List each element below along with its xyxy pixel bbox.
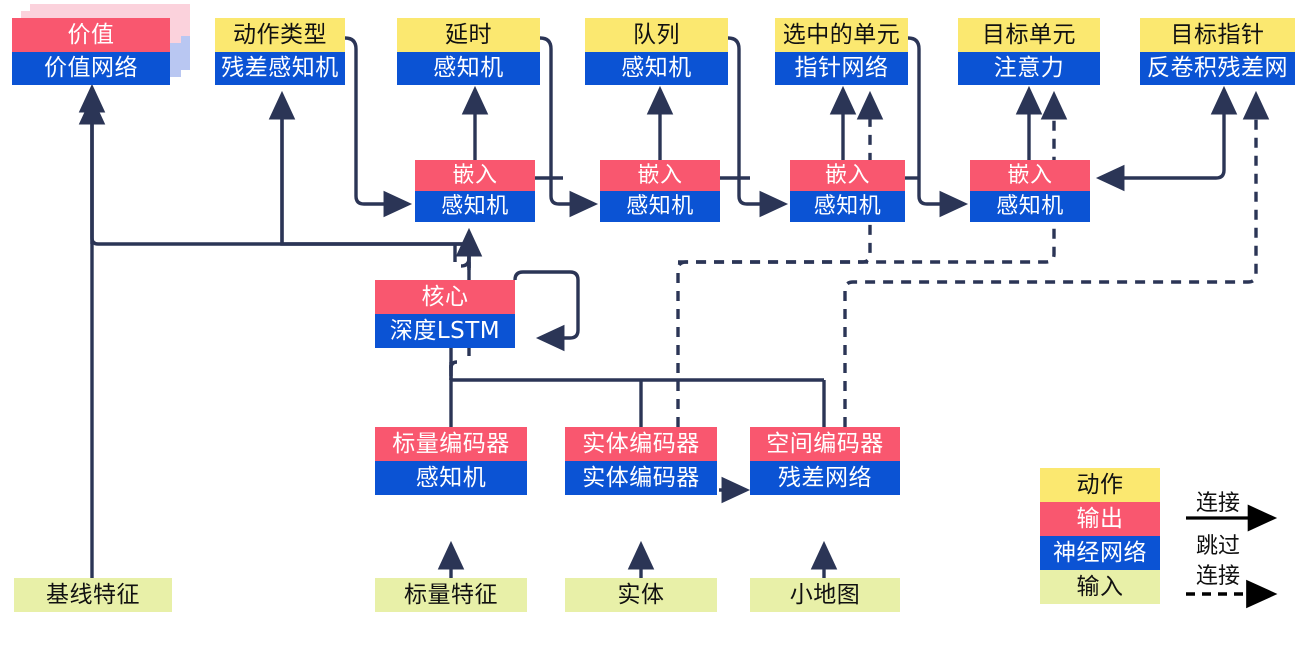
node-delay-bottom: 感知机: [397, 52, 540, 85]
node-embed-1-top: 嵌入: [415, 160, 535, 191]
node-action-type-bottom: 残差感知机: [215, 52, 345, 85]
node-selected-units[interactable]: 选中的单元 指针网络: [775, 18, 908, 85]
node-embed-3[interactable]: 嵌入 感知机: [790, 160, 905, 222]
legend-swatch-input: 输入: [1040, 570, 1160, 604]
node-embed-4-top: 嵌入: [970, 160, 1090, 191]
legend-skip-label-1: 跳过: [1196, 534, 1241, 559]
node-embed-4-bottom: 感知机: [970, 191, 1090, 222]
input-scalar-features-label: 标量特征: [375, 578, 527, 612]
legend-swatch-action: 动作: [1040, 468, 1160, 502]
node-target-point-top: 目标指针: [1140, 18, 1295, 52]
node-target-unit-bottom: 注意力: [958, 52, 1100, 85]
node-action-type-top: 动作类型: [215, 18, 345, 52]
node-embed-3-bottom: 感知机: [790, 191, 905, 222]
node-delay-top: 延时: [397, 18, 540, 52]
node-value[interactable]: 价值 价值网络: [12, 18, 170, 85]
node-selected-units-bottom: 指针网络: [775, 52, 908, 85]
input-baseline-features[interactable]: 基线特征: [14, 578, 172, 612]
node-action-type[interactable]: 动作类型 残差感知机: [215, 18, 345, 85]
node-target-unit[interactable]: 目标单元 注意力: [958, 18, 1100, 85]
node-embed-1[interactable]: 嵌入 感知机: [415, 160, 535, 222]
node-embed-1-bottom: 感知机: [415, 191, 535, 222]
node-queue-bottom: 感知机: [585, 52, 728, 85]
node-core[interactable]: 核心 深度LSTM: [375, 280, 515, 348]
legend-connection-label: 连接: [1196, 491, 1241, 516]
node-embed-2-top: 嵌入: [600, 160, 720, 191]
node-spatial-encoder-bottom: 残差网络: [750, 461, 900, 495]
legend-swatch-output: 输出: [1040, 502, 1160, 536]
node-core-bottom: 深度LSTM: [375, 314, 515, 348]
input-entities[interactable]: 实体: [565, 578, 717, 612]
node-scalar-encoder[interactable]: 标量编码器 感知机: [375, 427, 527, 495]
node-embed-2[interactable]: 嵌入 感知机: [600, 160, 720, 222]
node-selected-units-top: 选中的单元: [775, 18, 908, 52]
node-entity-encoder-bottom: 实体编码器: [565, 461, 717, 495]
node-entity-encoder-top: 实体编码器: [565, 427, 717, 461]
node-target-point-bottom: 反卷积残差网: [1140, 52, 1295, 85]
node-scalar-encoder-top: 标量编码器: [375, 427, 527, 461]
node-embed-2-bottom: 感知机: [600, 191, 720, 222]
input-entities-label: 实体: [565, 578, 717, 612]
input-scalar-features[interactable]: 标量特征: [375, 578, 527, 612]
node-value-top: 价值: [12, 18, 170, 52]
node-target-unit-top: 目标单元: [958, 18, 1100, 52]
node-scalar-encoder-bottom: 感知机: [375, 461, 527, 495]
legend-skip-label-2: 连接: [1196, 564, 1241, 589]
node-queue[interactable]: 队列 感知机: [585, 18, 728, 85]
node-embed-4[interactable]: 嵌入 感知机: [970, 160, 1090, 222]
input-baseline-features-label: 基线特征: [14, 578, 172, 612]
node-embed-3-top: 嵌入: [790, 160, 905, 191]
legend-swatches: 动作 输出 神经网络 输入: [1040, 468, 1160, 604]
input-minimap[interactable]: 小地图: [750, 578, 900, 612]
node-spatial-encoder-top: 空间编码器: [750, 427, 900, 461]
node-value-bottom: 价值网络: [12, 52, 170, 85]
node-entity-encoder[interactable]: 实体编码器 实体编码器: [565, 427, 717, 495]
input-minimap-label: 小地图: [750, 578, 900, 612]
node-spatial-encoder[interactable]: 空间编码器 残差网络: [750, 427, 900, 495]
node-queue-top: 队列: [585, 18, 728, 52]
node-core-top: 核心: [375, 280, 515, 314]
legend-swatch-network: 神经网络: [1040, 536, 1160, 570]
node-target-point[interactable]: 目标指针 反卷积残差网: [1140, 18, 1295, 85]
node-delay[interactable]: 延时 感知机: [397, 18, 540, 85]
